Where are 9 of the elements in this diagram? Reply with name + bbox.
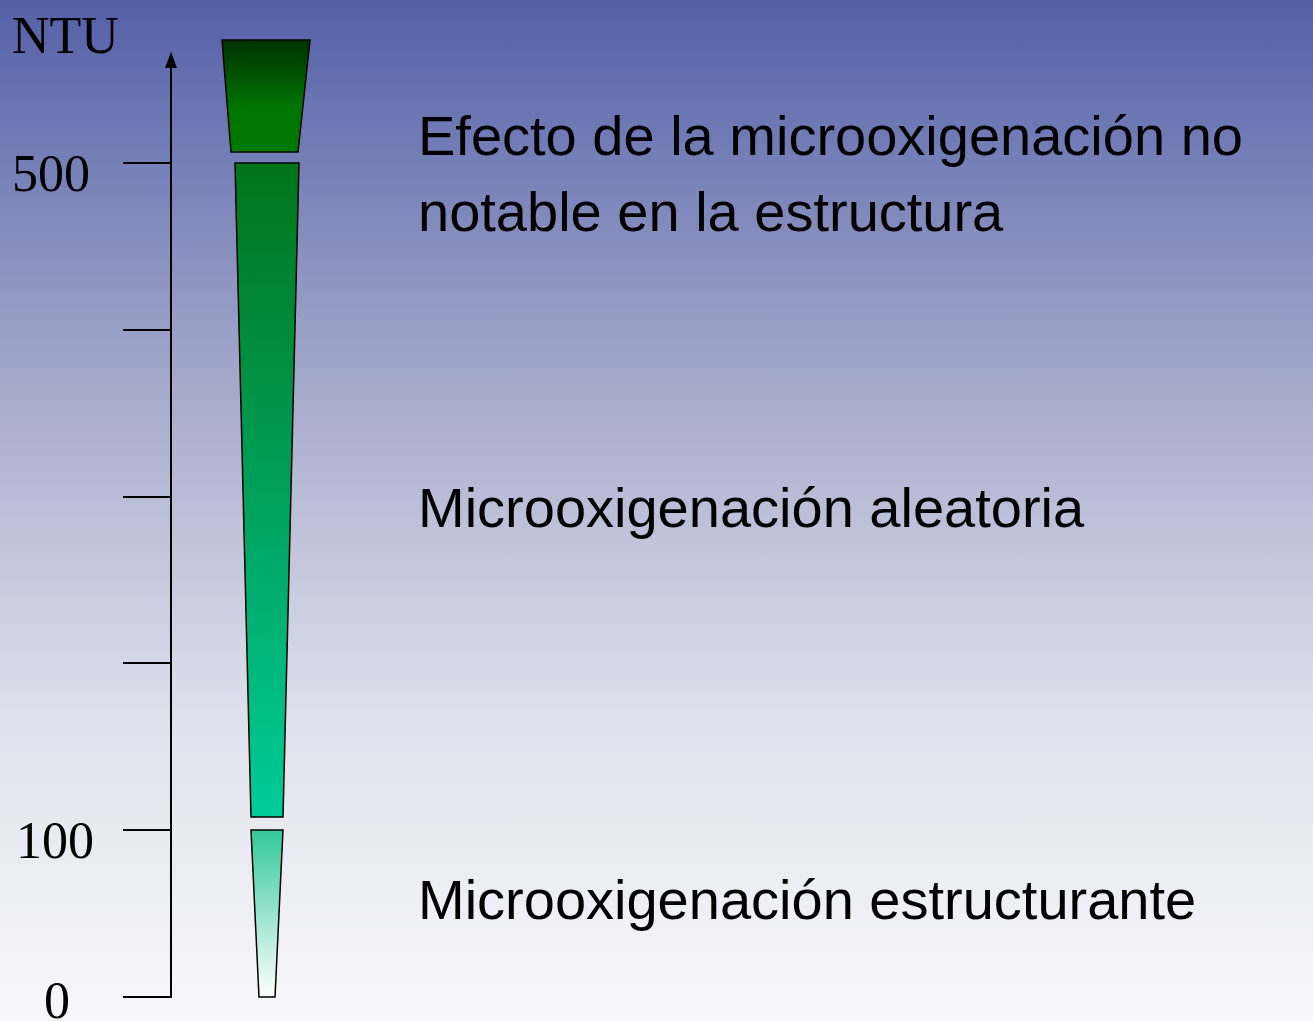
range-description: Microoxigenación aleatoria	[418, 475, 1085, 541]
tapered-bar	[250, 829, 284, 998]
tick-label: 0	[44, 975, 70, 1021]
tick-label: 500	[12, 148, 90, 200]
tapered-bar	[234, 162, 300, 818]
range-description: Microoxigenación estructurante	[418, 867, 1197, 933]
axis-unit-label: NTU	[12, 10, 119, 62]
range-description: Efecto de la microoxigenación no notable en la estructura	[418, 103, 1244, 245]
tick-label: 100	[16, 815, 94, 867]
